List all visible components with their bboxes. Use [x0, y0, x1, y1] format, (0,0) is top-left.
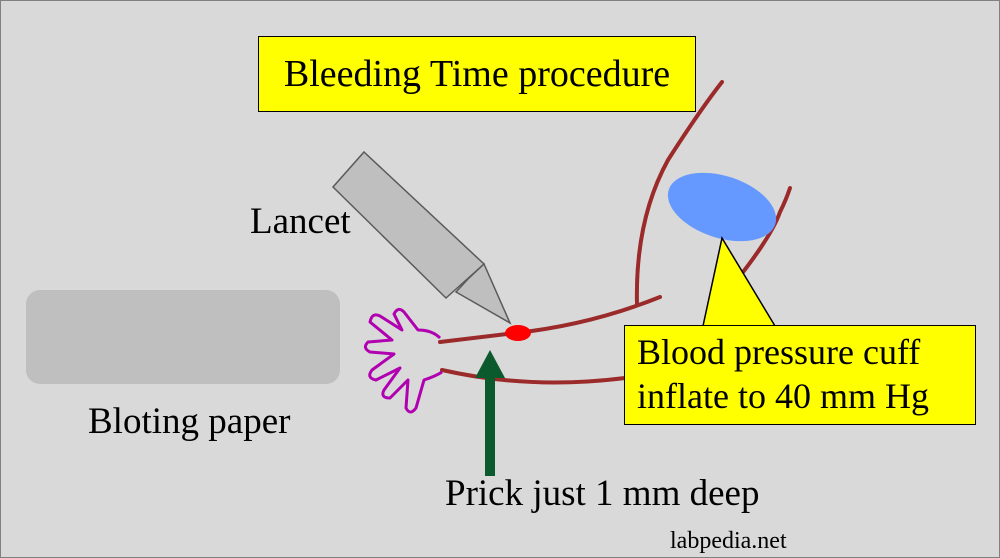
prick-arrow-head — [475, 350, 505, 378]
lancet-body — [331, 150, 486, 300]
upper-arm-inner-edge — [634, 80, 724, 306]
lancet-label: Lancet — [250, 201, 351, 242]
prick-site-dot — [505, 325, 531, 341]
prick-arrow-shaft — [485, 372, 495, 476]
upper-arm-outer-edge — [738, 186, 792, 278]
forearm-lower-edge — [440, 368, 627, 385]
cuff-callout-pointer — [702, 235, 777, 327]
diagram-title: Bleeding Time procedure — [258, 36, 696, 112]
lancet-tip — [454, 262, 512, 325]
cuff-label-line1: Blood pressure cuff — [637, 332, 921, 372]
blotting-paper-shape — [26, 290, 340, 384]
cuff-label-line2: inflate to 40 mm Hg — [637, 376, 929, 416]
blood-pressure-cuff — [667, 172, 777, 242]
hand-outline — [363, 307, 443, 414]
cuff-callout: Blood pressure cuff inflate to 40 mm Hg — [624, 325, 976, 425]
watermark-text: labpedia.net — [670, 528, 787, 554]
prick-depth-label: Prick just 1 mm deep — [445, 473, 760, 514]
blotting-paper-label: Bloting paper — [88, 401, 291, 442]
